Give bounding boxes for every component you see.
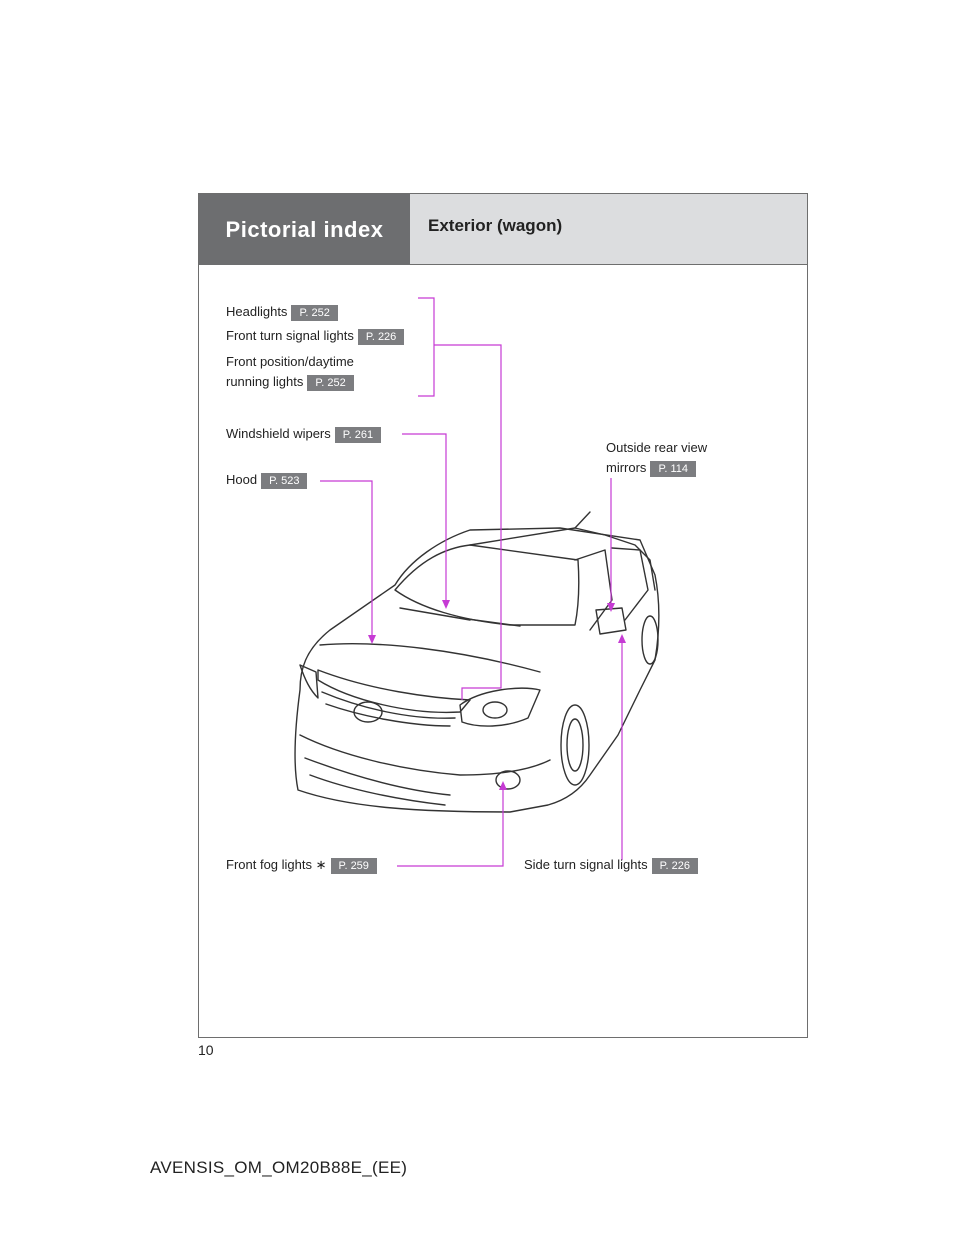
outside-mirrors-page-badge[interactable]: P. 114 xyxy=(650,461,696,477)
outside-mirrors-label-line1: Outside rear view xyxy=(606,440,707,456)
hood-text: Hood xyxy=(226,472,257,487)
hood-page-badge[interactable]: P. 523 xyxy=(261,473,307,489)
front-position-label: running lights P. 252 xyxy=(226,374,354,391)
front-fog-label: Front fog lights ∗ P. 259 xyxy=(226,857,377,874)
headlights-text: Headlights xyxy=(226,304,287,319)
side-turn-signal-label: Side turn signal lights P. 226 xyxy=(524,857,698,874)
front-position-text: running lights xyxy=(226,374,303,389)
headlights-page-badge[interactable]: P. 252 xyxy=(291,305,337,321)
car-body xyxy=(295,512,659,812)
hood-label: Hood P. 523 xyxy=(226,472,307,489)
outside-mirrors-text: mirrors xyxy=(606,460,646,475)
footer-code: AVENSIS_OM_OM20B88E_(EE) xyxy=(150,1158,407,1178)
front-turn-signal-label: Front turn signal lights P. 226 xyxy=(226,328,404,345)
front-fog-asterisk: ∗ xyxy=(316,857,327,872)
front-position-label-line1: Front position/daytime xyxy=(226,354,354,370)
front-turn-signal-page-badge[interactable]: P. 226 xyxy=(358,329,404,345)
headlights-label: Headlights P. 252 xyxy=(226,304,338,321)
side-turn-signal-page-badge[interactable]: P. 226 xyxy=(652,858,698,874)
front-fog-page-badge[interactable]: P. 259 xyxy=(331,858,377,874)
front-fog-text: Front fog lights xyxy=(226,857,312,872)
front-turn-signal-text: Front turn signal lights xyxy=(226,328,354,343)
windshield-wipers-label: Windshield wipers P. 261 xyxy=(226,426,381,443)
outside-mirrors-label: mirrors P. 114 xyxy=(606,460,696,477)
windshield-wipers-text: Windshield wipers xyxy=(226,426,331,441)
front-position-page-badge[interactable]: P. 252 xyxy=(307,375,353,391)
side-turn-signal-text: Side turn signal lights xyxy=(524,857,648,872)
page-number: 10 xyxy=(198,1042,214,1058)
windshield-wipers-page-badge[interactable]: P. 261 xyxy=(335,427,381,443)
